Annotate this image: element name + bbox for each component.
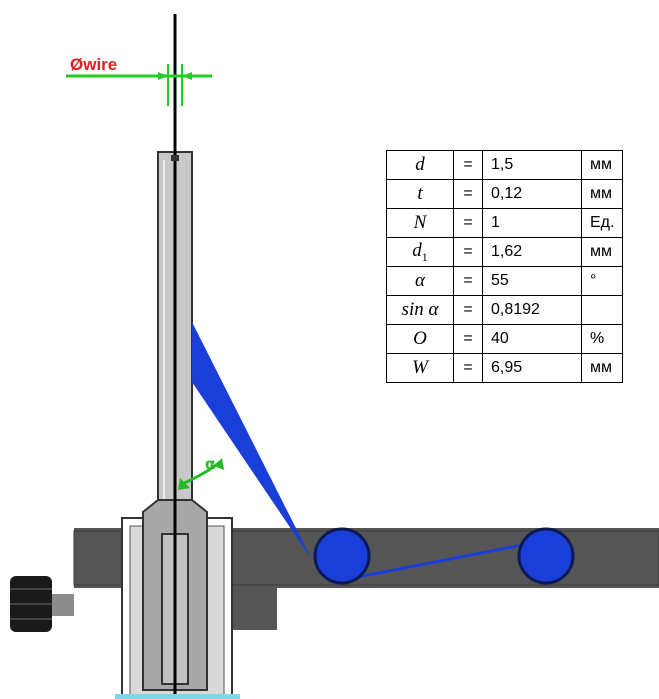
parameter-equals: = — [453, 179, 483, 209]
parameter-symbol: t — [386, 179, 454, 209]
knob-stem — [52, 594, 74, 616]
parameter-unit: Ед. — [580, 208, 624, 238]
parameter-value: 55 — [482, 266, 582, 296]
parameter-row: α =55° — [386, 266, 624, 296]
wire-diameter-label: Øwire — [70, 55, 117, 74]
parameter-equals: = — [453, 324, 483, 354]
parameter-symbol-subscript: 1 — [421, 249, 428, 264]
parameter-symbol-text: d — [412, 239, 422, 261]
parameter-equals: = — [453, 208, 483, 238]
parameter-symbol: O — [386, 324, 454, 354]
parameter-symbol: N — [386, 208, 454, 238]
parameter-equals: = — [453, 295, 483, 325]
wire-dim-arrow-right — [182, 72, 192, 80]
parameter-row: O =40% — [386, 324, 624, 354]
parameter-symbol-text: sin α — [401, 299, 439, 320]
angle-arrow-left — [178, 478, 190, 490]
parameter-symbol-text: t — [417, 183, 423, 204]
parameter-unit: мм — [580, 237, 624, 267]
parameter-symbol-text: O — [413, 328, 427, 349]
parameter-symbol: W — [386, 353, 454, 383]
wire-dim-arrow-left — [158, 72, 168, 80]
parameter-equals: = — [453, 353, 483, 383]
knob-groove-3 — [10, 618, 52, 620]
parameter-value: 0,12 — [482, 179, 582, 209]
wire-blue-link — [331, 538, 549, 584]
parameter-value: 6,95 — [482, 353, 582, 383]
parameter-unit: мм — [580, 179, 624, 209]
parameter-symbol-text: d — [415, 154, 425, 175]
base-bar-inner — [73, 530, 659, 586]
angle-label: α — [205, 455, 215, 473]
parameter-value: 40 — [482, 324, 582, 354]
parameter-symbol-text: W — [412, 357, 428, 378]
parameter-symbol: d1 — [386, 237, 454, 267]
parameter-unit: мм — [580, 150, 624, 180]
parameter-unit: мм — [580, 353, 624, 383]
bottom-cyan-marker — [115, 694, 240, 699]
angle-arrow-right — [214, 458, 224, 470]
knob-groove-1 — [10, 588, 52, 590]
parameter-unit: ° — [580, 266, 624, 296]
parameter-unit: % — [580, 324, 624, 354]
tool-tip-marker — [171, 155, 179, 161]
parameter-value: 1,62 — [482, 237, 582, 267]
parameter-equals: = — [453, 237, 483, 267]
wire-circle-left — [313, 527, 371, 585]
parameter-row: sin α =0,8192 — [386, 295, 624, 325]
parameter-value: 0,8192 — [482, 295, 582, 325]
parameter-symbol: sin α — [386, 295, 454, 325]
parameter-unit — [580, 295, 624, 325]
wire-circle-right — [517, 527, 575, 585]
parameter-symbol: α — [386, 266, 454, 296]
knob-groove-2 — [10, 603, 52, 605]
parameter-symbol: d — [386, 150, 454, 180]
parameter-symbol-text: N — [413, 212, 427, 233]
parameter-equals: = — [453, 150, 483, 180]
parameter-value: 1,5 — [482, 150, 582, 180]
parameter-equals: = — [453, 266, 483, 296]
parameter-value: 1 — [482, 208, 582, 238]
bend-angle-triangle — [192, 322, 312, 560]
parameter-symbol-text: α — [415, 270, 425, 291]
